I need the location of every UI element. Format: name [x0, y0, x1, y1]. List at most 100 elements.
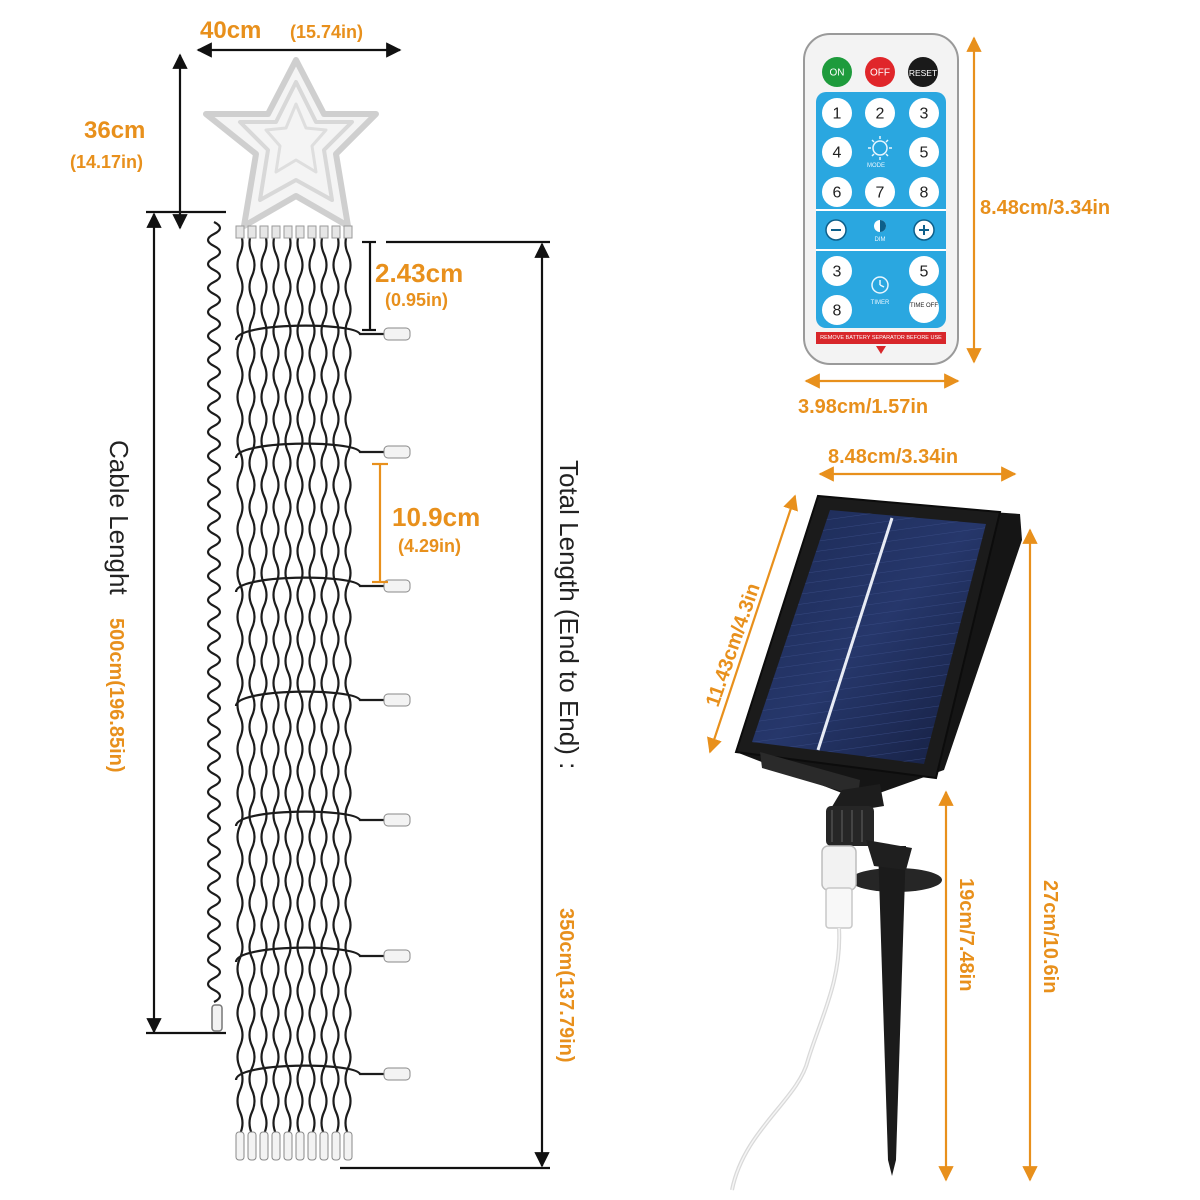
- strand-end-bulb: [271, 1131, 281, 1161]
- light-strand: [308, 231, 316, 1135]
- strand-top-clip: [271, 225, 281, 239]
- top-spacing-cm: 2.43cm: [375, 258, 463, 288]
- light-strand: [260, 231, 268, 1135]
- strand-end-bulb: [295, 1131, 305, 1161]
- drop-spacing-cm: 10.9cm: [392, 502, 480, 532]
- remote-button-n5[interactable]: [909, 137, 939, 167]
- remote-button-n3[interactable]: [909, 98, 939, 128]
- strand-end-bulb: [319, 1131, 329, 1161]
- off-button[interactable]: [865, 57, 895, 87]
- light-strand: [248, 231, 256, 1135]
- remote-button-n4[interactable]: [822, 137, 852, 167]
- remote-button-label-t8: 8: [833, 303, 842, 320]
- light-strand: [296, 231, 304, 1135]
- strand-end-bulb: [343, 1131, 353, 1161]
- strand-top-clip: [235, 225, 245, 239]
- remote-button-t3[interactable]: [822, 256, 852, 286]
- strand-bulb: [383, 693, 411, 707]
- timer-clock-icon: [871, 276, 889, 294]
- total-length-value: 350cm(137.79in): [555, 908, 577, 1063]
- strand-end-bulb: [247, 1131, 257, 1161]
- strand-drop-loop: [234, 576, 384, 593]
- remote-height-label: 8.48cm/3.34in: [980, 197, 1110, 219]
- on-button[interactable]: [822, 57, 852, 87]
- strand-top-clip: [259, 225, 269, 239]
- star-height-in: (14.17in): [70, 152, 143, 172]
- reset-button[interactable]: [908, 57, 938, 87]
- panel-cable-connector: [730, 845, 857, 1191]
- strand-drop-loop: [234, 946, 384, 963]
- dim-half-icon: [874, 220, 886, 232]
- remote-button-t8[interactable]: [822, 295, 852, 325]
- remote-button-n6[interactable]: [822, 177, 852, 207]
- strand-top-clip: [319, 225, 329, 239]
- remote-button-n7[interactable]: [865, 177, 895, 207]
- off-button-label: OFF: [870, 68, 890, 79]
- dim-minus-icon: [825, 219, 847, 241]
- strand-bulb: [383, 327, 411, 341]
- remote-button-label-t3: 3: [833, 264, 842, 281]
- strand-end-bulb: [283, 1131, 293, 1161]
- light-strand: [332, 231, 340, 1135]
- remote-button-n1[interactable]: [822, 98, 852, 128]
- drop-spacing-in: (4.29in): [398, 536, 461, 556]
- mode-label: MODE: [867, 163, 885, 169]
- panel-height-arrow: [707, 494, 798, 754]
- remote-button-label-n8: 8: [920, 185, 929, 202]
- strand-drop-loop: [234, 1064, 384, 1081]
- mode-sun-icon: [868, 136, 892, 160]
- strand-top-clip: [283, 225, 293, 239]
- battery-separator-strip: [816, 332, 946, 344]
- light-strands: [234, 225, 411, 1161]
- panel-width-label: 8.48cm/3.34in: [828, 446, 958, 468]
- remote-button-t5[interactable]: [909, 256, 939, 286]
- strand-top-clip: [295, 225, 305, 239]
- light-strand: [272, 231, 280, 1135]
- strand-end-bulb: [259, 1131, 269, 1161]
- light-strand: [284, 231, 292, 1135]
- strand-bulb: [383, 445, 411, 459]
- coiled-cable: [206, 221, 222, 1003]
- strand-bulb: [383, 949, 411, 963]
- light-strand: [236, 231, 244, 1135]
- light-strand: [344, 231, 352, 1135]
- remote-button-label-n1: 1: [833, 106, 842, 123]
- reset-button-label: RESET: [909, 68, 937, 78]
- string-lights-figure: 40cm (15.74in) 36cm (14.17in) Cable Leng…: [70, 17, 584, 1170]
- time-off-button[interactable]: [909, 293, 939, 323]
- star-topper: [203, 57, 379, 229]
- remote-button-n8[interactable]: [909, 177, 939, 207]
- strand-end-bulb: [331, 1131, 341, 1161]
- strand-end-bulb: [307, 1131, 317, 1161]
- remote-button-label-n7: 7: [876, 185, 885, 202]
- strand-drop-loop: [234, 324, 384, 341]
- remote-button-label-t5: 5: [920, 264, 929, 281]
- strand-drop-loop: [234, 442, 384, 459]
- cable-length-label: Cable Lenght: [104, 440, 134, 595]
- stake-height-label: 19cm/7.48in: [955, 878, 977, 991]
- battery-note: REMOVE BATTERY SEPARATOR BEFORE USE: [820, 335, 942, 341]
- star-height-cm: 36cm: [84, 117, 145, 144]
- total-length-label: Total Length (End to End) :: [554, 460, 584, 769]
- strand-drop-loop: [234, 810, 384, 827]
- time-off-label: TIME OFF: [910, 303, 938, 309]
- remote-button-label-n6: 6: [833, 185, 842, 202]
- solar-cell-grid: [752, 510, 986, 764]
- solar-panel-figure: 8.48cm/3.34in: [702, 446, 1061, 1191]
- panel-center-busbar: [816, 517, 894, 751]
- strand-drop-loop: [234, 690, 384, 707]
- strand-top-clip: [343, 225, 353, 239]
- strand-bulb: [383, 1067, 411, 1081]
- cable-connector-plug: [211, 1004, 223, 1032]
- panel-bottom-lip: [760, 752, 860, 796]
- strand-bulb: [383, 579, 411, 593]
- total-height-label: 27cm/10.6in: [1039, 880, 1061, 993]
- dim-plus-icon: [913, 219, 935, 241]
- total-height-label-group: 27cm/10.6in: [1039, 880, 1061, 993]
- light-strand: [320, 231, 328, 1135]
- on-button-label: ON: [830, 68, 845, 79]
- remote-button-n2[interactable]: [865, 98, 895, 128]
